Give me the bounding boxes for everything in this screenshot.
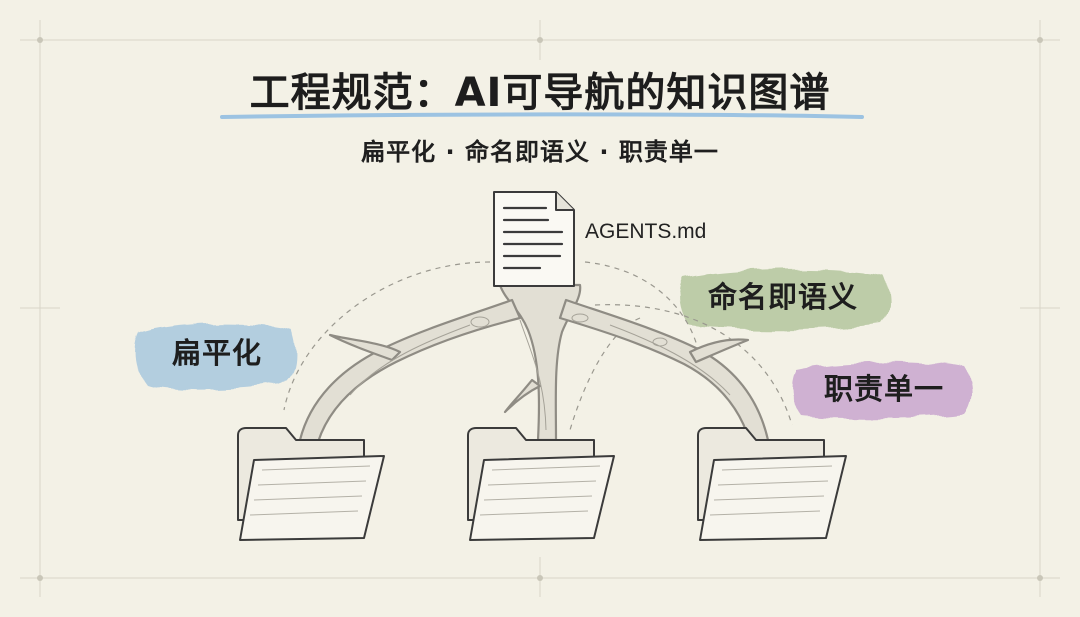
document-icon [493, 191, 575, 287]
tag-bg-single [792, 362, 972, 419]
folder-icon [237, 427, 385, 541]
root-file-label: AGENTS.md [585, 220, 707, 243]
folder-icon [467, 427, 615, 541]
page-subtitle: 扁平化 · 命名即语义 · 职责单一 [361, 138, 719, 166]
branch-texture [349, 313, 731, 431]
frame-corner-marks [37, 37, 1043, 581]
tag-naming-semantic: 命名即语义 [707, 280, 858, 314]
folder-icon [697, 427, 847, 541]
tag-bg-flat [136, 323, 297, 390]
tag-bg-naming [680, 269, 890, 331]
title-underline [220, 112, 864, 119]
page-title: 工程规范：AI可导航的知识图谱 [249, 70, 831, 116]
tag-flat: 扁平化 [171, 336, 262, 370]
tag-single-responsibility: 职责单一 [823, 372, 944, 406]
